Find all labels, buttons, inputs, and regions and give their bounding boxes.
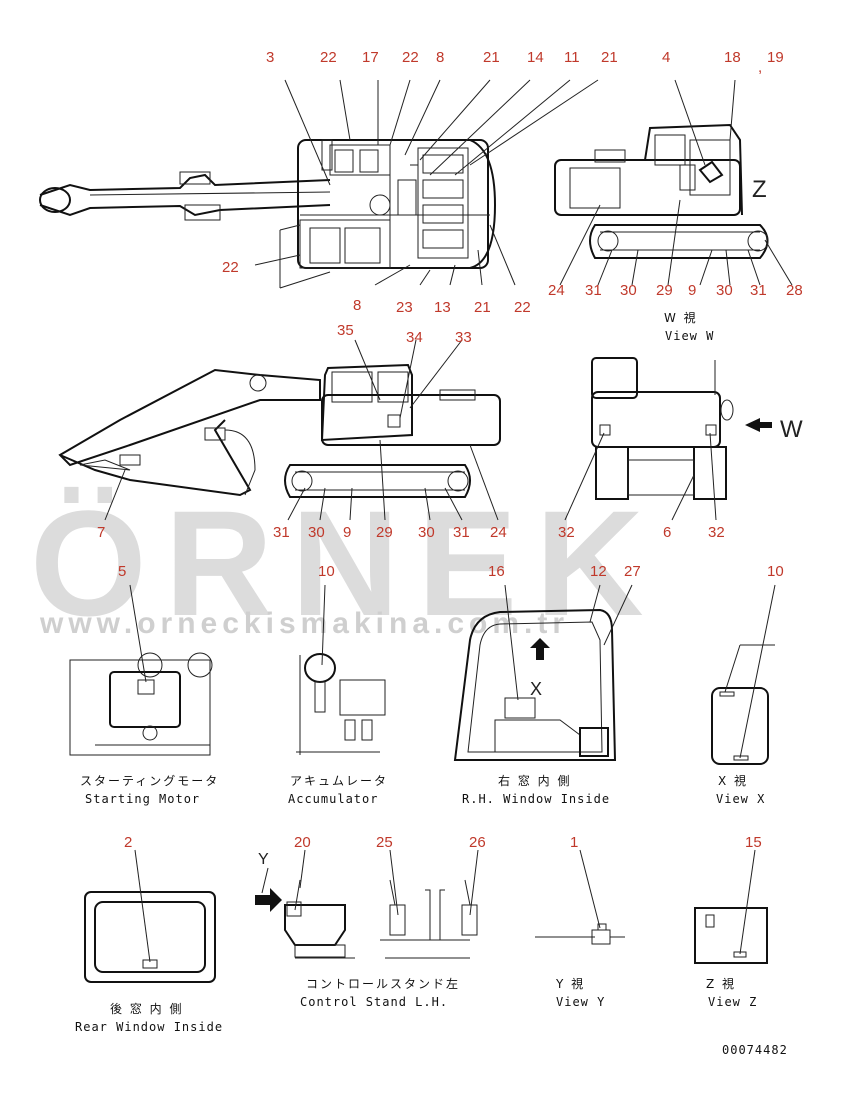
caption-view-y-en: View Y: [556, 995, 605, 1009]
watermark-url: www.orneckismakina.com.tr: [39, 607, 569, 640]
caption-view-z-jp: Z 視: [706, 976, 736, 991]
caption-rear-window-en: Rear Window Inside: [75, 1020, 223, 1034]
caption-rh-window-en: R.H. Window Inside: [462, 792, 610, 806]
callout-2: 2: [124, 834, 132, 851]
callout-18: 18: [724, 49, 741, 66]
callout-34: 34: [406, 329, 423, 346]
callout-30: 30: [716, 282, 733, 299]
caption-w-en: View W: [665, 329, 714, 343]
callout-6: 6: [663, 524, 671, 541]
control-stand-drawing: Y 20 25 26 コントロールスタンド左 Control Stand L.H…: [255, 834, 486, 1009]
callout-comma: ,: [758, 59, 762, 76]
callout-19: 19: [767, 49, 784, 66]
callout-20: 20: [294, 834, 311, 851]
plan-view-labels: 3 22 17 22 8 21 14 11 21 22 8 23 13 21 2…: [222, 49, 618, 316]
rear-window-drawing: 2 後 窓 内 側 Rear Window Inside: [75, 834, 223, 1034]
caption-starting-motor-jp: スターティングモータ: [80, 774, 219, 788]
callout-1: 1: [570, 834, 578, 851]
side-view-drawing: [58, 339, 501, 521]
callout-3: 3: [266, 49, 274, 66]
drawing-number: 00074482: [722, 1043, 788, 1057]
view-x-marker: X: [530, 679, 542, 699]
callout-9: 9: [343, 524, 351, 541]
caption-accumulator-en: Accumulator: [288, 792, 378, 806]
callout-11: 11: [564, 49, 580, 66]
watermark-brand: ÖRNEK: [30, 479, 662, 647]
rh-window-drawing: X 16 12 27 右 窓 内 側 R.H. Window Inside: [453, 563, 641, 806]
front-view-drawing: [564, 357, 772, 521]
callout-30: 30: [418, 524, 435, 541]
caption-rh-window-jp: 右 窓 内 側: [498, 773, 571, 788]
accumulator-drawing: 10 アキュムレータ Accumulator: [288, 563, 388, 806]
callout-10: 10: [318, 563, 335, 580]
callout-15: 15: [745, 834, 762, 851]
front-view-labels: W 32 6 32: [558, 416, 803, 541]
view-w-labels: 4 18 , 19 Z 24 31 30 29 9 30 31 28 W 視 V…: [548, 49, 803, 343]
callout-35: 35: [337, 322, 354, 339]
callout-22: 22: [222, 259, 239, 276]
view-x-drawing: 10 X 視 View X: [711, 563, 784, 806]
callout-14: 14: [527, 49, 544, 66]
callout-29: 29: [376, 524, 393, 541]
callout-8: 8: [353, 297, 361, 314]
callout-21: 21: [474, 299, 491, 316]
view-w-drawing: [554, 79, 793, 286]
callout-28: 28: [786, 282, 803, 299]
caption-control-stand-jp: コントロールスタンド左: [306, 976, 460, 991]
callout-7: 7: [97, 524, 105, 541]
view-w-marker: W: [780, 416, 803, 443]
side-view-labels: 35 34 33 7 31 30 9 29 30 31 24: [97, 322, 507, 541]
callout-17: 17: [362, 49, 379, 66]
callout-5: 5: [118, 563, 126, 580]
caption-control-stand-en: Control Stand L.H.: [300, 995, 448, 1009]
callout-8: 8: [436, 49, 444, 66]
callout-13: 13: [434, 299, 451, 316]
callout-32: 32: [558, 524, 575, 541]
callout-31: 31: [750, 282, 767, 299]
callout-27: 27: [624, 563, 641, 580]
callout-26: 26: [469, 834, 486, 851]
callout-32: 32: [708, 524, 725, 541]
view-z-drawing: 15 Z 視 View Z: [694, 834, 768, 1009]
caption-starting-motor-en: Starting Motor: [85, 792, 200, 806]
callout-24: 24: [548, 282, 565, 299]
caption-view-x-en: View X: [716, 792, 765, 806]
caption-rear-window-jp: 後 窓 内 側: [110, 1001, 183, 1016]
callout-22: 22: [514, 299, 531, 316]
callout-33: 33: [455, 329, 472, 346]
callout-24: 24: [490, 524, 507, 541]
callout-22: 22: [402, 49, 419, 66]
callout-21: 21: [601, 49, 618, 66]
view-z-marker: Z: [752, 176, 767, 203]
callout-10: 10: [767, 563, 784, 580]
callout-25: 25: [376, 834, 393, 851]
callout-12: 12: [590, 563, 607, 580]
callout-30: 30: [620, 282, 637, 299]
callout-4: 4: [662, 49, 670, 66]
callout-23: 23: [396, 299, 413, 316]
caption-view-y-jp: Y 視: [555, 976, 585, 991]
caption-w-jp: W 視: [664, 310, 698, 325]
callout-21: 21: [483, 49, 500, 66]
view-y-marker: Y: [258, 851, 269, 868]
callout-29: 29: [656, 282, 673, 299]
callout-22: 22: [320, 49, 337, 66]
plan-view-drawing: [39, 79, 599, 289]
callout-16: 16: [488, 563, 505, 580]
caption-view-z-en: View Z: [708, 995, 757, 1009]
starting-motor-drawing: 5 スターティングモータ Starting Motor: [69, 563, 219, 806]
caption-view-x-jp: X 視: [718, 773, 748, 788]
view-y-drawing: 1 Y 視 View Y: [535, 834, 625, 1009]
callout-31: 31: [273, 524, 290, 541]
callout-31: 31: [585, 282, 602, 299]
caption-accumulator-jp: アキュムレータ: [290, 774, 388, 788]
callout-30: 30: [308, 524, 325, 541]
callout-9: 9: [688, 282, 696, 299]
callout-31: 31: [453, 524, 470, 541]
